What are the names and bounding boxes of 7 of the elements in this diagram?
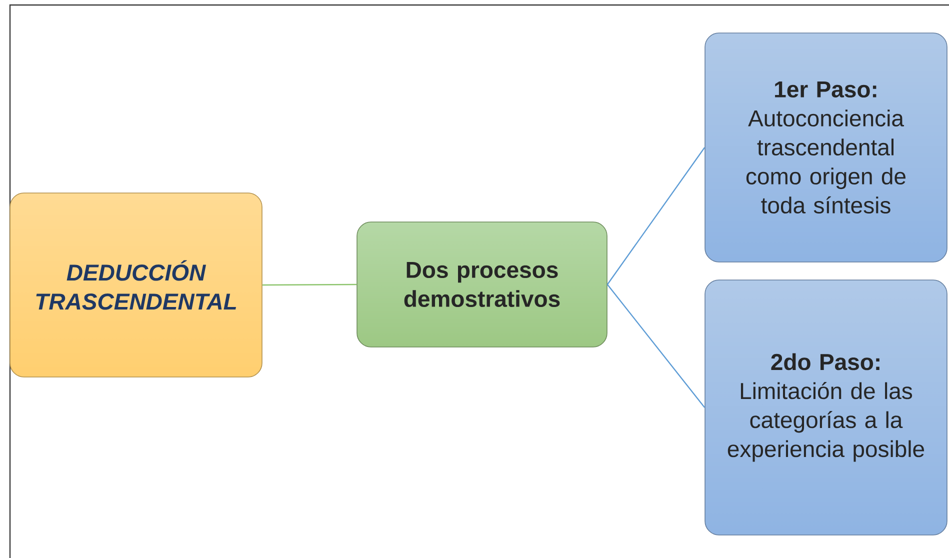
process-box: Dos procesos demostrativos bbox=[356, 222, 608, 348]
process-box: DEDUCCIÓN TRASCENDENTAL bbox=[10, 192, 262, 378]
connector-line bbox=[606, 147, 706, 285]
process-box: 1er Paso: Autoconciencia trascendental como origen de toda síntesis bbox=[704, 32, 948, 262]
connector-line bbox=[606, 284, 706, 408]
connector-line bbox=[262, 284, 357, 286]
process-box: 2do Paso: Limitación de las categorías a la experiencia posible bbox=[704, 280, 948, 536]
